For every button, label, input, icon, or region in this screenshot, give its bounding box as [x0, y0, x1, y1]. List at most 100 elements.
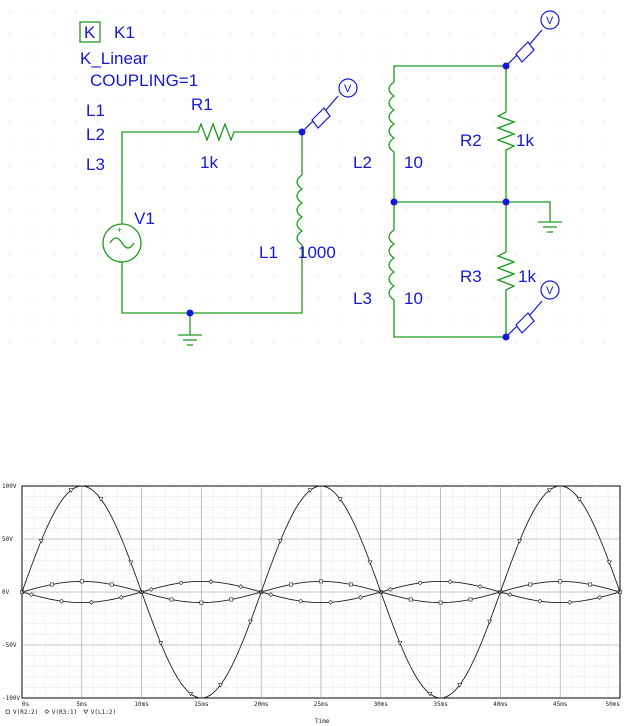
grid-dot: [537, 341, 539, 343]
inductor-l1[interactable]: [296, 174, 304, 246]
series-marker-square: [319, 579, 323, 584]
grid-dot: [273, 99, 275, 101]
grid-dot: [295, 319, 297, 321]
grid-dot: [185, 275, 187, 277]
grid-dot: [537, 11, 539, 13]
resistor-r3[interactable]: [496, 246, 516, 296]
grid-dot: [185, 55, 187, 57]
grid-dot: [581, 77, 583, 79]
grid-dot: [9, 231, 11, 233]
coupling-k-box[interactable]: [79, 21, 101, 43]
grid-dot: [295, 55, 297, 57]
grid-dot: [559, 297, 561, 299]
grid-dot: [75, 297, 77, 299]
grid-dot: [185, 297, 187, 299]
grid-dot: [537, 99, 539, 101]
grid-dot: [141, 99, 143, 101]
grid-dot: [207, 187, 209, 189]
grid-dot: [295, 143, 297, 145]
grid-dot: [97, 121, 99, 123]
grid-dot: [493, 165, 495, 167]
grid-dot: [493, 121, 495, 123]
grid-dot: [31, 209, 33, 211]
inductor-l2[interactable]: [388, 81, 396, 158]
grid-dot: [515, 319, 517, 321]
grid-dot: [361, 121, 363, 123]
series-marker-diamond: [358, 594, 363, 600]
grid-dot: [185, 11, 187, 13]
grid-dot: [119, 165, 121, 167]
coupling-value: COUPLING=1: [90, 71, 198, 90]
inductor-l3[interactable]: [388, 229, 396, 310]
grid-dot: [9, 121, 11, 123]
voltage-probe-r3[interactable]: V: [507, 280, 560, 336]
series-marker-square: [199, 600, 204, 605]
grid-dot: [53, 275, 55, 277]
grid-dot: [119, 341, 121, 343]
series-line-2: [21, 485, 621, 699]
grid-dot: [141, 231, 143, 233]
node-mid-left: [390, 198, 398, 206]
grid-dot: [537, 253, 539, 255]
grid-dot: [405, 253, 407, 255]
grid-dot: [317, 165, 319, 167]
grid-dot: [185, 33, 187, 35]
resistor-r1[interactable]: [180, 122, 238, 142]
grid-dot: [163, 165, 165, 167]
legend-marker-diamond: [44, 709, 50, 714]
series-marker-triangle: [397, 641, 403, 646]
grid-dot: [273, 11, 275, 13]
grid-dot: [163, 253, 165, 255]
grid-dot: [493, 231, 495, 233]
grid-dot: [141, 11, 143, 13]
grid-dot: [559, 231, 561, 233]
grid-dot: [515, 187, 517, 189]
y-tick-label: 100V: [2, 483, 17, 490]
grid-dot: [207, 77, 209, 79]
plot-legend: V(R2:2)V(R3:1)V(L1:2): [5, 709, 116, 716]
grid-dot: [383, 209, 385, 211]
voltage-probe-r2[interactable]: V: [507, 10, 560, 65]
r3-ref: R3: [460, 267, 482, 286]
grid-dot: [251, 341, 253, 343]
series-marker-diamond: [328, 599, 333, 605]
grid-dot: [9, 209, 11, 211]
series-marker-triangle: [68, 488, 74, 493]
l3-ref: L3: [353, 289, 372, 308]
grid-dot: [317, 99, 319, 101]
legend-entry: V(R3:1): [52, 709, 77, 716]
series-marker-diamond: [268, 592, 274, 598]
grid-dot: [251, 253, 253, 255]
grid-dot: [141, 187, 143, 189]
grid-dot: [75, 77, 77, 79]
grid-dot: [229, 11, 231, 13]
grid-dot: [581, 121, 583, 123]
grid-dot: [405, 209, 407, 211]
grid-dot: [471, 275, 473, 277]
grid-dot: [383, 121, 385, 123]
x-tick-label: 20ms: [254, 701, 269, 708]
grid-dot: [229, 231, 231, 233]
grid-dot: [119, 143, 121, 145]
series-marker-diamond: [417, 580, 423, 586]
series-marker-square: [169, 597, 174, 602]
resistor-r2[interactable]: [496, 108, 516, 158]
grid-dot: [537, 187, 539, 189]
wire-v1-top: [121, 131, 180, 215]
grid-dot: [427, 341, 429, 343]
grid-dot: [405, 319, 407, 321]
grid-dot: [471, 99, 473, 101]
grid-dot: [581, 275, 583, 277]
voltage-source-v1[interactable]: + -: [102, 215, 142, 268]
grid-dot: [251, 297, 253, 299]
grid-dot: [317, 253, 319, 255]
grid-dot: [317, 297, 319, 299]
plot-series: [20, 485, 622, 699]
series-marker-diamond: [477, 584, 483, 590]
grid-dot: [383, 77, 385, 79]
grid-dot: [383, 253, 385, 255]
series-marker-diamond: [507, 592, 513, 598]
voltage-probe-l1[interactable]: V: [303, 78, 358, 131]
